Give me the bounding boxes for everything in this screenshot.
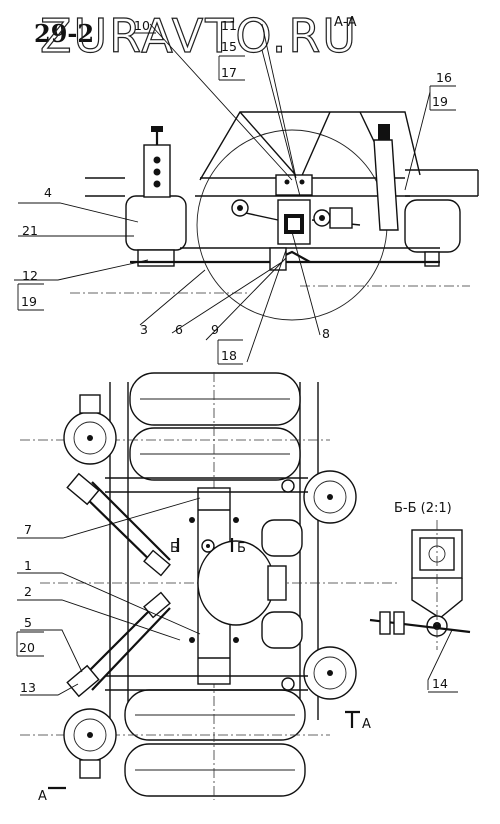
- detail-bb: Б-Б (2:1): [369, 501, 471, 650]
- callouts: 10 11 15 17 16 19 4 21 12 19 3 6 9 18 8 …: [16, 18, 458, 695]
- section-a-marker-right: А: [362, 717, 371, 732]
- callout-19-left: 19: [21, 294, 37, 309]
- callout-9: 9: [211, 322, 219, 337]
- section-aa-title: А-А: [334, 15, 357, 30]
- brake-chamber-lower: [261, 611, 303, 649]
- callout-3: 3: [140, 322, 148, 337]
- right-shock-absorber: [373, 139, 399, 231]
- brake-chamber-upper: [261, 519, 303, 557]
- callout-7: 7: [24, 522, 32, 537]
- section-markers: А А Б Б: [38, 538, 371, 804]
- callout-16: 16: [436, 70, 452, 85]
- v-rod-upper: [77, 481, 171, 571]
- callout-1: 1: [24, 558, 32, 573]
- truss-top: [199, 111, 421, 181]
- callout-15: 15: [221, 39, 237, 54]
- callout-13: 13: [20, 680, 36, 695]
- left-air-spring: [125, 195, 187, 251]
- callout-5: 5: [24, 615, 32, 630]
- section-bb-title: Б-Б (2:1): [394, 501, 452, 516]
- leader-lines: [14, 23, 453, 696]
- callout-21: 21: [22, 223, 38, 238]
- callout-11: 11: [221, 18, 237, 33]
- differential: [197, 540, 275, 626]
- left-spring-base: [137, 249, 175, 267]
- callout-6: 6: [175, 322, 183, 337]
- section-a-marker-bottom: А: [38, 789, 47, 804]
- section-b-marker-right: Б: [237, 541, 246, 556]
- callout-8: 8: [322, 326, 330, 341]
- frame-rail-left: [85, 177, 125, 197]
- callout-12: 12: [22, 268, 38, 283]
- right-air-spring: [404, 199, 461, 253]
- v-rod-lower: [77, 599, 171, 691]
- watermark: ZURAVTO.RU: [40, 9, 358, 63]
- truss-diagonals: [239, 111, 391, 181]
- trailing-arm-lower: [105, 675, 308, 691]
- trailing-arm-upper: [105, 477, 308, 493]
- callout-4: 4: [44, 185, 52, 200]
- plan-view: [20, 372, 400, 800]
- callout-14: 14: [432, 676, 448, 691]
- page-number: 29-2: [34, 19, 94, 48]
- section-b-marker-left: Б: [170, 541, 179, 556]
- callout-2: 2: [24, 584, 32, 599]
- top-bracket: [275, 174, 313, 196]
- callout-10: 10: [134, 18, 150, 33]
- side-view: [70, 111, 479, 321]
- frame-rail-right: [405, 169, 479, 197]
- callout-20: 20: [19, 640, 35, 655]
- callout-18: 18: [221, 348, 237, 363]
- callout-17: 17: [221, 65, 237, 80]
- callout-19-top: 19: [432, 94, 448, 109]
